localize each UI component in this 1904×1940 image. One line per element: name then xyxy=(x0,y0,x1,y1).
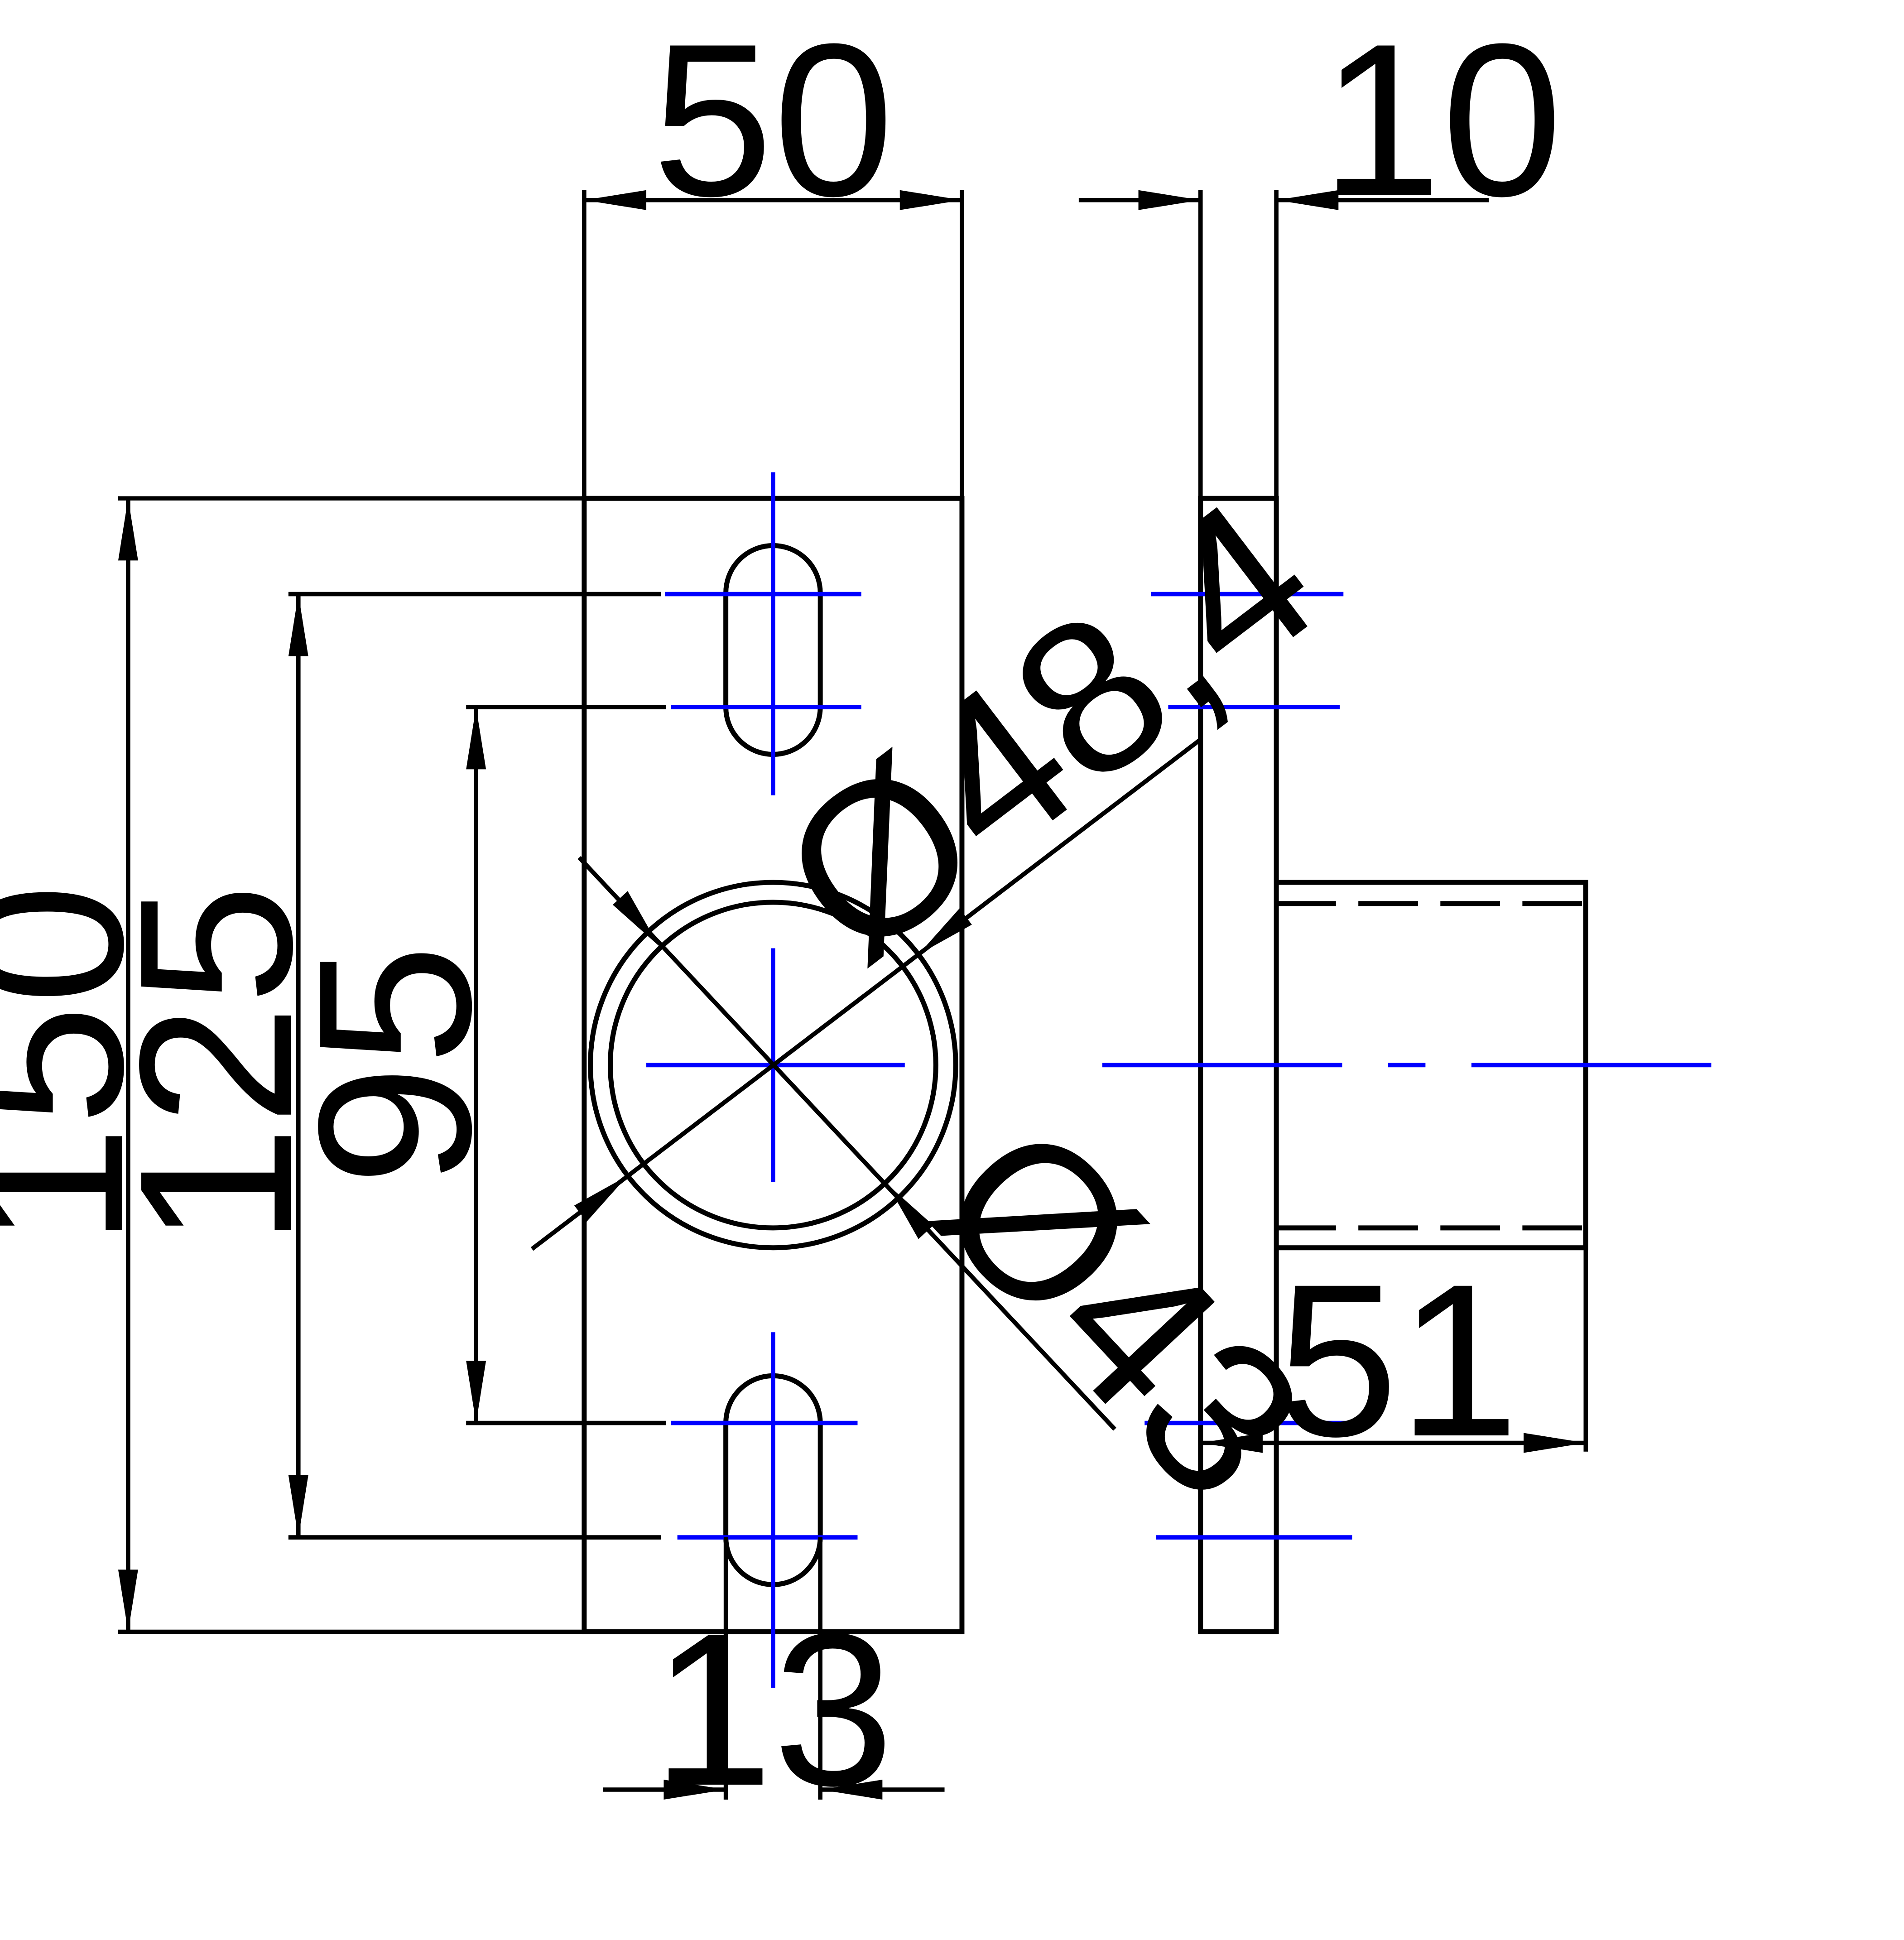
dim-label-outer-diameter: Ø48,4 xyxy=(739,453,1357,1006)
arrowhead xyxy=(820,1780,883,1800)
arrowhead xyxy=(899,190,962,210)
dim-tube-length: 51 xyxy=(1200,1238,1588,1482)
arrowhead xyxy=(918,908,972,955)
dim-label-outer-slot-spacing: 125 xyxy=(94,884,337,1247)
arrowhead xyxy=(288,594,308,656)
arrowhead xyxy=(288,1475,308,1538)
dim-label-tube-length: 51 xyxy=(1277,1238,1519,1482)
inner-tube-circle xyxy=(607,900,938,1231)
dim-label-slot-width: 13 xyxy=(652,1588,894,1831)
dim-outer-slot-spacing: 125 xyxy=(94,592,661,1540)
dim-plate-thickness: 10 xyxy=(1078,0,1563,499)
arrowhead xyxy=(118,498,138,561)
dim-overall-height: 150 xyxy=(0,496,584,1634)
dim-label-inner-slot-spacing: 95 xyxy=(273,944,516,1186)
dimensions: 50 10 150 125 xyxy=(0,0,1588,1831)
dim-plate-width: 50 xyxy=(582,0,964,499)
side-centerlines xyxy=(1102,592,1728,1540)
arrowhead xyxy=(612,891,659,946)
front-centerlines xyxy=(646,472,905,1688)
outer-tube-circle xyxy=(588,880,958,1251)
arrowhead xyxy=(887,1184,933,1239)
arrowhead xyxy=(584,190,647,210)
dim-slot-width: 13 xyxy=(603,1537,945,1831)
front-view xyxy=(582,472,965,1688)
dim-label-overall-height: 150 xyxy=(0,884,168,1247)
dim-inner-slot-spacing: 95 xyxy=(273,705,666,1425)
arrowhead xyxy=(574,1175,628,1222)
side-view xyxy=(1102,496,1728,1635)
arrowhead xyxy=(1524,1433,1586,1453)
arrowhead xyxy=(664,1780,726,1800)
arrowhead xyxy=(1200,1433,1263,1453)
arrowhead xyxy=(466,1361,486,1423)
arrowhead xyxy=(466,707,486,770)
dim-label-plate-width: 50 xyxy=(652,0,894,241)
arrowhead xyxy=(1276,190,1339,210)
dim-label-plate-thickness: 10 xyxy=(1321,0,1563,241)
arrowhead xyxy=(1138,190,1201,210)
arrowhead xyxy=(118,1569,138,1632)
